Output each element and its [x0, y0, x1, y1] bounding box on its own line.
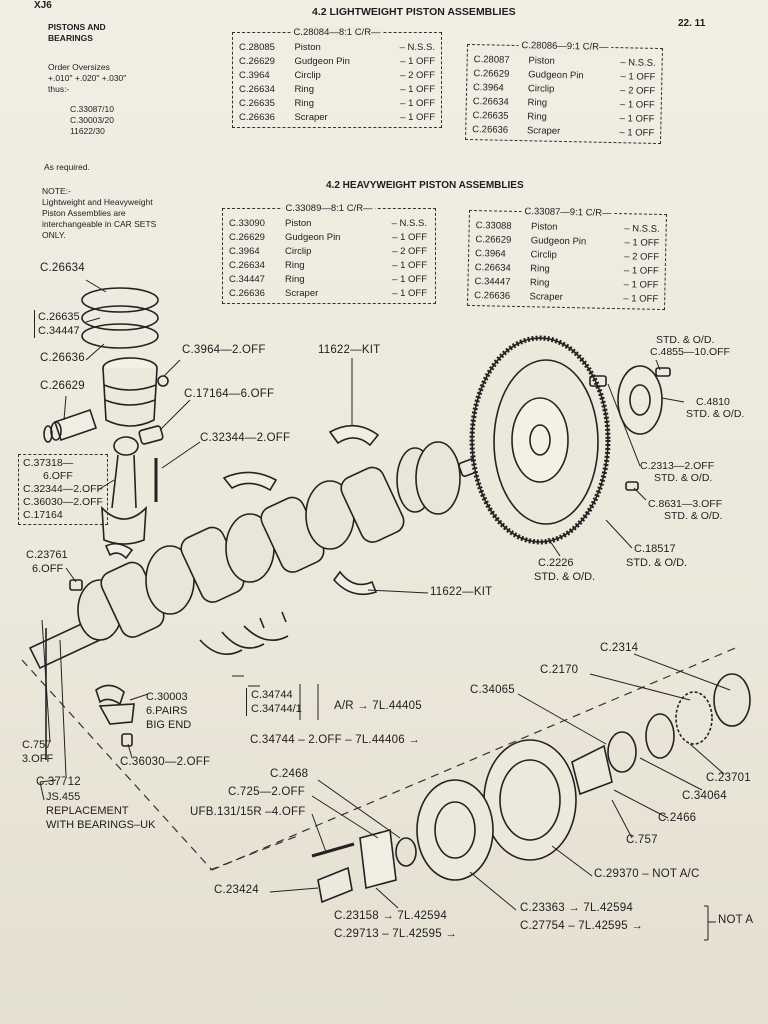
model-code: XJ6	[34, 0, 52, 11]
label-c26629: C.26629	[40, 380, 85, 392]
label-c26636: C.26636	[40, 352, 85, 364]
flywheel-bolt-drawing	[655, 367, 671, 377]
dowel-drawing	[589, 375, 607, 387]
page-number: 22. 11	[678, 18, 706, 29]
label-kit-mid: 11622—KIT	[430, 586, 493, 598]
label-c23363: C.23363 → 7L.42594	[520, 902, 633, 914]
as-required-note: As required.	[44, 162, 90, 172]
label-c2170: C.2170	[540, 664, 579, 676]
label-c29713: C.29713 – 7L.42595 →	[334, 928, 457, 940]
label-c23158: C.23158 → 7L.42594	[334, 910, 447, 922]
label-kit-top: 11622—KIT	[318, 344, 381, 356]
oversize-intro: Order Oversizes+.010" +.020" +.030"thus:…	[48, 62, 127, 94]
label-c36030: C.36030—2.OFF	[120, 756, 211, 768]
label-c23424: C.23424	[214, 884, 259, 896]
section-lines	[21, 645, 741, 871]
label-c34064: C.34064	[682, 790, 727, 802]
label-c26634: C.26634	[40, 262, 85, 274]
small-end-bush-drawing	[138, 425, 164, 445]
label-c34744-2off: C.34744 – 2.OFF – 7L.44406 →	[250, 734, 420, 746]
piston-rings-drawing	[81, 287, 159, 349]
big-end-bearings-drawing	[199, 611, 289, 656]
light-8-title: C.28084—8:1 C/R—	[290, 26, 384, 40]
label-c34065: C.34065	[470, 684, 515, 696]
label-c32344: C.32344—2.OFF	[200, 432, 291, 444]
piston-drawing	[102, 357, 158, 427]
label-c2314: C.2314	[600, 642, 639, 654]
gudgeon-pin-drawing	[43, 408, 98, 443]
main-cap-bolt-drawing	[69, 579, 83, 591]
label-c4855: STD. & O/D.C.4855—10.OFF	[650, 334, 730, 358]
label-c757-right: C.757	[626, 834, 658, 846]
front-pulley-assembly-drawing	[311, 673, 751, 904]
label-ar-ref: A/R → 7L.44405	[334, 700, 422, 712]
flywheel-drawing	[469, 335, 611, 545]
dowel-small-drawing	[625, 481, 639, 491]
label-c23701: C.23701	[706, 772, 751, 784]
label-c37712: C.37712	[36, 776, 81, 788]
clutch-plate-drawing	[617, 365, 663, 435]
label-c2468: C.2468	[270, 768, 309, 780]
heavy-title: 4.2 HEAVYWEIGHT PISTON ASSEMBLIES	[326, 180, 524, 191]
circlip-drawing	[157, 375, 169, 387]
label-c29370: C.29370 – NOT A/C	[594, 868, 700, 880]
leader-lines	[39, 279, 731, 941]
crankshaft-drawing	[28, 441, 461, 670]
connecting-rod-drawing	[101, 436, 147, 545]
bearing-shell-lower	[332, 570, 378, 596]
heavy-8-title: C.33089—8:1 C/R—	[282, 202, 376, 216]
bearing-shell-top	[328, 424, 380, 447]
label-c725: C.725—2.OFF	[228, 786, 305, 798]
page-title: 4.2 LIGHTWEIGHT PISTON ASSEMBLIES	[312, 6, 516, 18]
bearing-shell-upper	[222, 471, 278, 492]
label-c2466: C.2466	[658, 812, 697, 824]
label-ufb: UFB.131/15R –4.OFF	[190, 806, 306, 818]
bearing-cap-drawing	[95, 684, 135, 747]
label-c17164: C.17164—6.OFF	[184, 388, 275, 400]
label-c27754: C.27754 – 7L.42595 →	[520, 920, 643, 932]
label-c3964: C.3964—2.OFF	[182, 344, 266, 356]
label-not-a: NOT A	[718, 914, 754, 926]
bearing-shell-rod	[104, 542, 134, 560]
